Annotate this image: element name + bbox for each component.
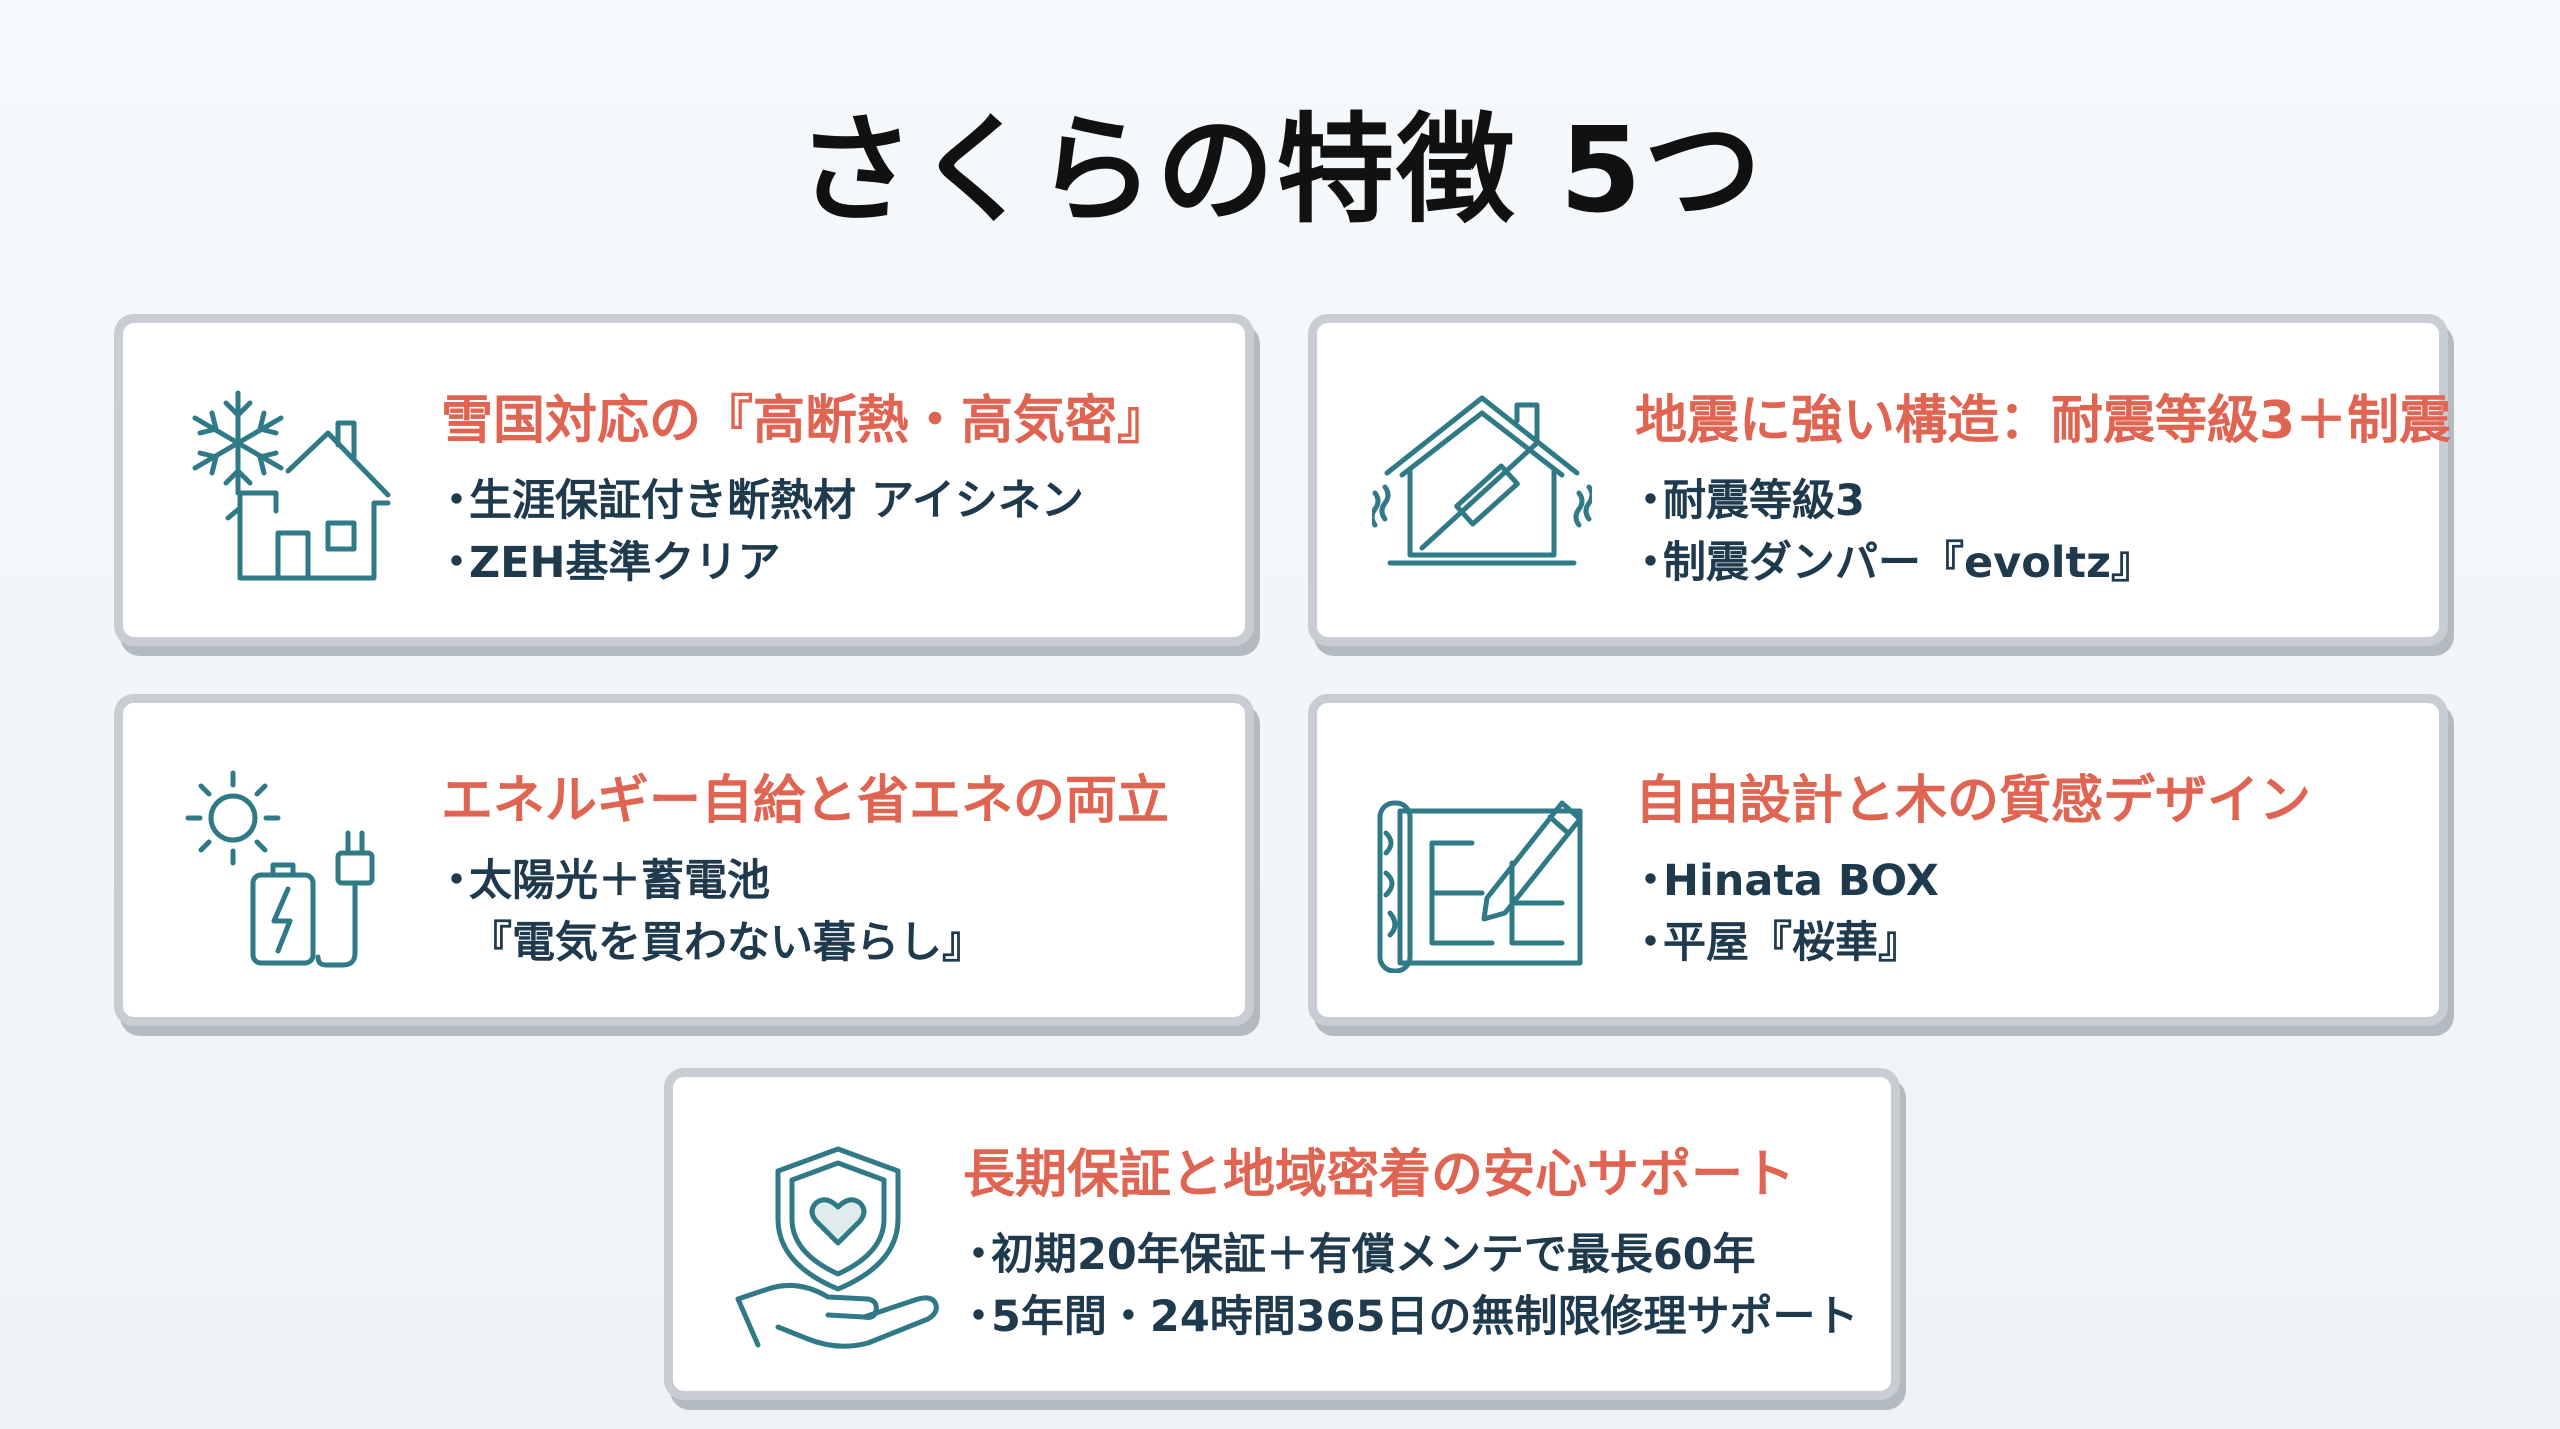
snowflake-house-icon	[178, 383, 398, 583]
list-item: ・生涯保証付き断熱材 アイシネン	[435, 476, 1084, 526]
bullet-list: ・Hinata BOX ・平屋『桜華』	[1629, 851, 1939, 975]
blueprint-pencil-icon	[1372, 763, 1592, 973]
card-title: 長期保証と地域密着の安心サポート	[963, 1145, 1796, 1205]
bullet-list: ・初期20年保証＋有償メンテで最長60年 ・5年間・24時間365日の無制限修理…	[957, 1225, 1859, 1349]
page-title: さくらの特徴 5つ	[796, 101, 1764, 239]
list-item: ・Hinata BOX	[1629, 856, 1939, 906]
card-title: 自由設計と木の質感デザイン	[1635, 771, 2312, 831]
bullet-list: ・耐震等級3 ・制震ダンパー『evoltz』	[1629, 471, 2154, 595]
feature-card-energy: エネルギー自給と省エネの両立 ・太陽光＋蓄電池 『電気を買わない暮らし』	[114, 694, 1254, 1026]
list-item: ・制震ダンパー『evoltz』	[1629, 538, 2155, 588]
list-item: ・平屋『桜華』	[1629, 918, 1921, 968]
card-title: 雪国対応の『高断熱・高気密』	[441, 391, 1170, 451]
list-item: ・ZEH基準クリア	[435, 538, 781, 588]
list-item-continuation: 『電気を買わない暮らし』	[469, 918, 985, 968]
card-title: 地震に強い構造：耐震等級3＋制震	[1635, 391, 2452, 451]
feature-card-seismic: 地震に強い構造：耐震等級3＋制震 ・耐震等級3 ・制震ダンパー『evoltz』	[1308, 314, 2452, 646]
list-item: ・耐震等級3	[1629, 476, 1865, 526]
seismic-house-icon	[1372, 383, 1592, 593]
list-item: ・太陽光＋蓄電池	[435, 856, 770, 906]
feature-card-insulation: 雪国対応の『高断熱・高気密』 ・生涯保証付き断熱材 アイシネン ・ZEH基準クリ…	[114, 314, 1254, 646]
feature-card-design: 自由設計と木の質感デザイン ・Hinata BOX ・平屋『桜華』	[1308, 694, 2448, 1026]
card-title: エネルギー自給と省エネの両立	[441, 771, 1170, 831]
feature-card-support: 長期保証と地域密着の安心サポート ・初期20年保証＋有償メンテで最長60年 ・5…	[664, 1068, 1900, 1400]
bullet-list: ・生涯保証付き断熱材 アイシネン ・ZEH基準クリア	[435, 471, 1084, 595]
list-item: ・初期20年保証＋有償メンテで最長60年	[957, 1230, 1756, 1280]
shield-heart-hand-icon	[728, 1139, 948, 1349]
list-item: ・5年間・24時間365日の無制限修理サポート	[957, 1292, 1859, 1342]
sun-battery-plug-icon	[178, 763, 398, 973]
bullet-list: ・太陽光＋蓄電池 『電気を買わない暮らし』	[435, 851, 985, 975]
